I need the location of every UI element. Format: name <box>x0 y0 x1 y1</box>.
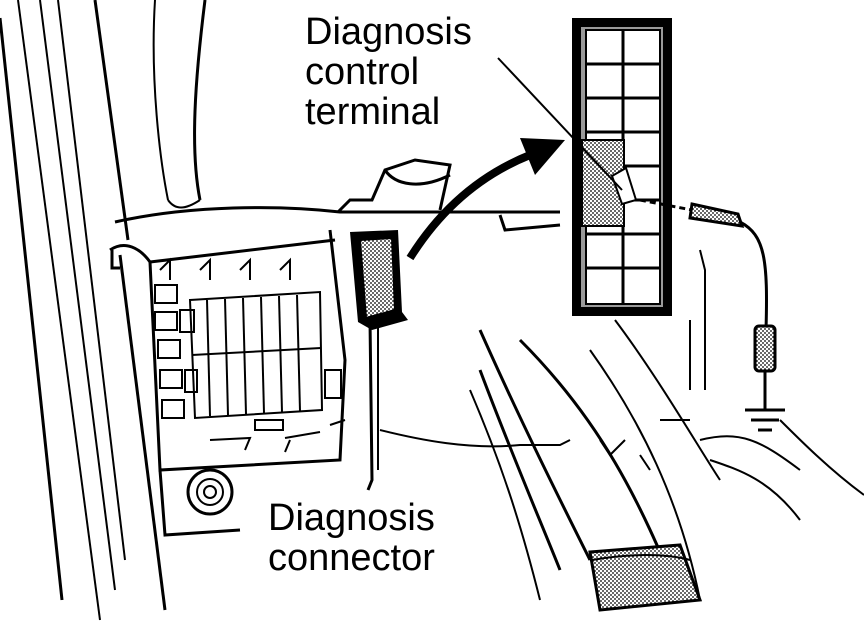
ground-symbol-icon <box>745 408 785 432</box>
pillar-lines <box>0 0 207 621</box>
diagnosis-connector-label: Diagnosis connector <box>268 498 435 578</box>
label-line: terminal <box>305 91 441 133</box>
connector-enlarged-view <box>572 18 672 316</box>
leader-lines <box>497 57 623 191</box>
probe-plug-icon <box>753 324 777 373</box>
diagnosis-connector-shape <box>350 230 408 491</box>
probe-plug-icon <box>688 202 745 228</box>
diagnosis-control-terminal-label: Diagnosis control terminal <box>305 12 472 132</box>
label-line: control <box>305 51 420 93</box>
dashboard-edge <box>114 158 561 232</box>
label-line: connector <box>268 537 435 579</box>
label-line: Diagnosis <box>268 497 435 539</box>
fuse-box <box>109 229 347 537</box>
interior-lines <box>379 249 864 601</box>
label-line: Diagnosis <box>305 11 472 53</box>
pedal <box>588 543 703 612</box>
probe-wire <box>639 198 785 432</box>
arrow-icon <box>406 138 565 261</box>
